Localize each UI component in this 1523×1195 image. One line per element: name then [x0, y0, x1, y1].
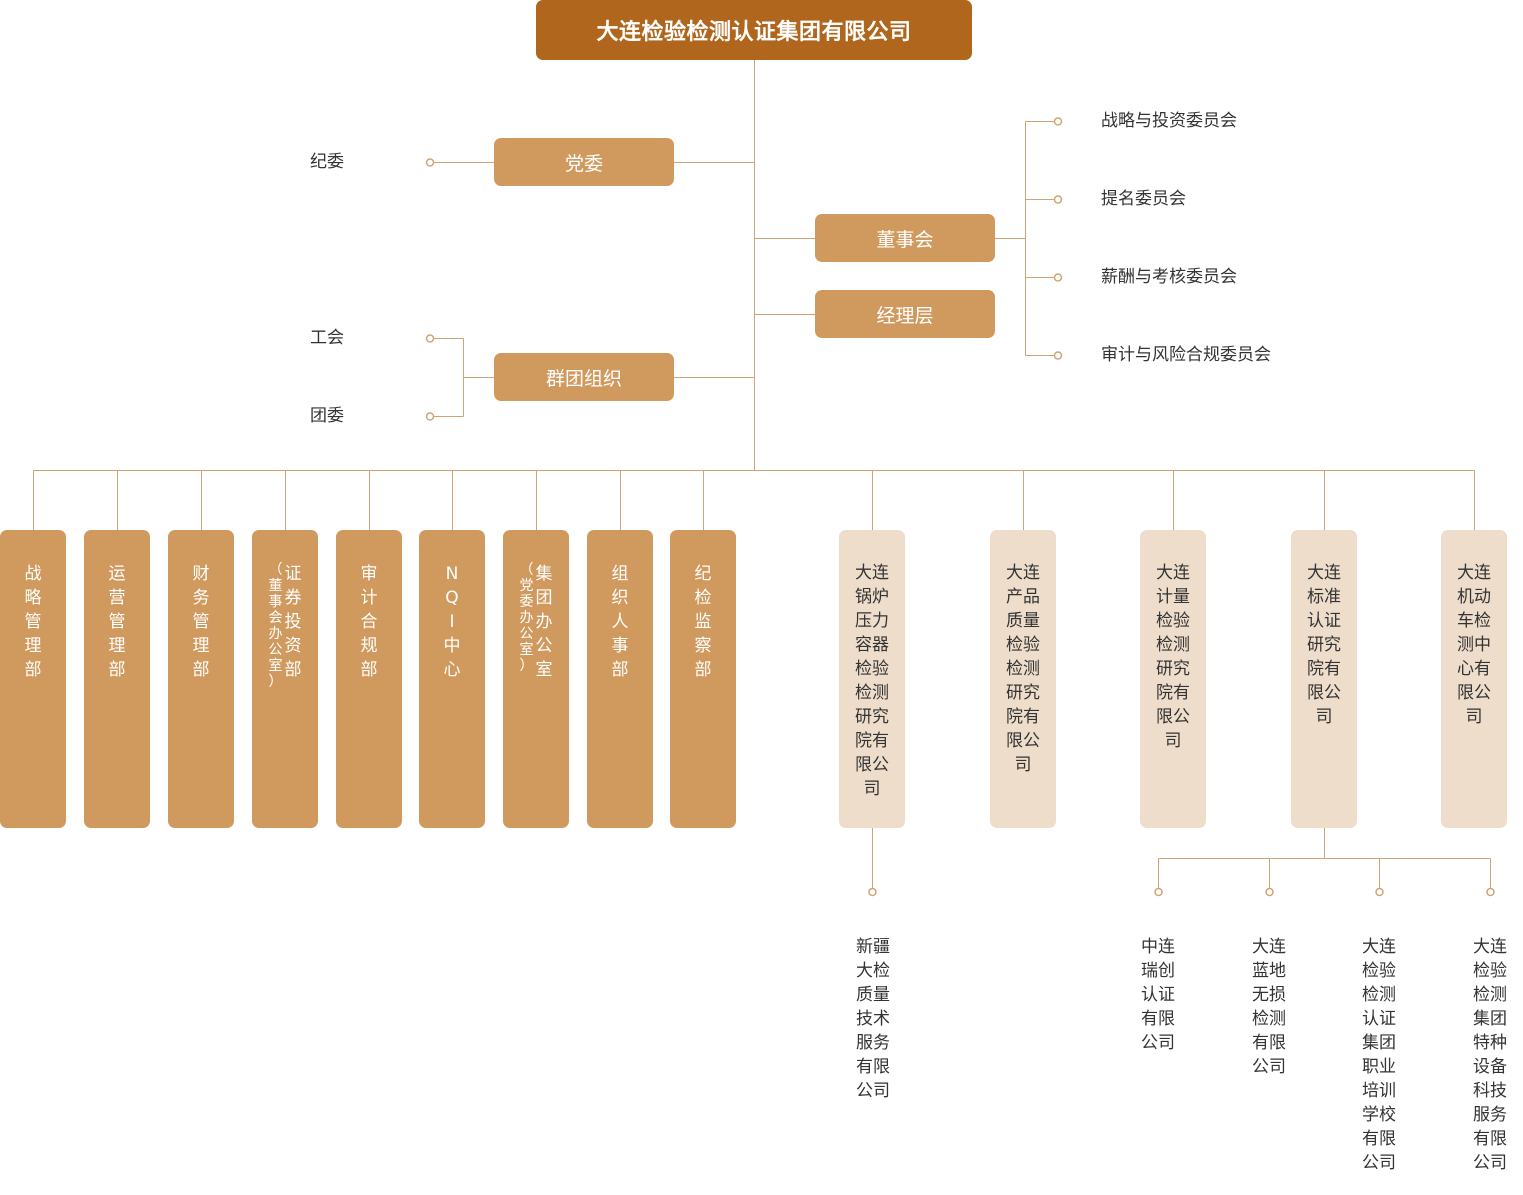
connector-dot: [868, 887, 877, 897]
subsidiary-standard-certification-institute: 大连标准认证研究院有限公司: [1291, 530, 1357, 828]
subsidiary-label: 大连产品质量检验检测研究院有限公司: [1006, 563, 1040, 775]
root-label: 大连检验检测认证集团有限公司: [596, 20, 912, 45]
connector-dot: [1154, 887, 1163, 897]
dept-office: 集团办公室 （党委办公室）: [503, 530, 569, 828]
subsidiary-product-quality-institute: 大连产品质量检验检测研究院有限公司: [990, 530, 1056, 828]
dept-label: 组织人事部: [611, 564, 629, 680]
subsidiary-label: 大连计量检验检测研究院有限公司: [1156, 563, 1190, 751]
label-trade-union: 工会: [310, 328, 344, 348]
node-mass-organizations: 群团组织: [494, 353, 674, 401]
dept-label: 证券投资部: [284, 564, 302, 680]
label-nomination-committee: 提名委员会: [1101, 189, 1186, 209]
label-remuneration-committee: 薪酬与考核委员会: [1101, 267, 1237, 287]
dept-label: 审计合规部: [360, 564, 378, 680]
root-node: 大连检验检测认证集团有限公司: [536, 0, 972, 60]
dept-label: 财务管理部: [192, 564, 210, 680]
dept-hr: 组织人事部: [587, 530, 653, 828]
connector-dot: [1375, 887, 1384, 897]
connector-dot: [1053, 195, 1063, 204]
company-training-school: 大连检验检测认证集团职业培训学校有限公司: [1362, 937, 1396, 1173]
node-party-committee-label: 党委: [564, 152, 603, 175]
connector-dot: [1053, 351, 1063, 360]
dept-label: 战略管理部: [24, 564, 42, 680]
company-xinjiang: 新疆大检质量技术服务有限公司: [856, 937, 890, 1101]
connector-dot: [1053, 273, 1063, 282]
subsidiary-label: 大连锅炉压力容器检验检测研究院有限公司: [855, 563, 889, 799]
connector-dot: [1486, 887, 1495, 897]
dept-audit: 审计合规部: [336, 530, 402, 828]
subsidiary-vehicle-testing-center: 大连机动车检测中心有限公司: [1441, 530, 1507, 828]
dept-label: 集团办公室: [535, 564, 553, 680]
label-discipline-committee: 纪委: [310, 152, 344, 172]
node-party-committee: 党委: [494, 138, 674, 186]
connector-dot: [1053, 117, 1063, 126]
connector-dot: [425, 334, 435, 343]
dept-label: 运营管理部: [108, 564, 126, 680]
connector-dot: [425, 158, 435, 167]
company-special-equipment: 大连检验检测集团特种设备科技服务有限公司: [1473, 937, 1507, 1173]
node-mass-organizations-label: 群团组织: [545, 367, 622, 390]
subsidiary-label: 大连机动车检测中心有限公司: [1457, 563, 1491, 727]
label-audit-committee: 审计与风险合规委员会: [1101, 345, 1271, 365]
dept-finance: 财务管理部: [168, 530, 234, 828]
label-strategy-committee: 战略与投资委员会: [1101, 111, 1237, 131]
node-board-label: 董事会: [876, 228, 934, 251]
dept-securities: 证券投资部 （董事会办公室）: [252, 530, 318, 828]
company-landi-ndt: 大连蓝地无损检测有限公司: [1252, 937, 1286, 1077]
subsidiary-metrology-institute: 大连计量检验检测研究院有限公司: [1140, 530, 1206, 828]
company-zhonglian-ruichuang: 中连瑞创认证有限公司: [1141, 937, 1175, 1053]
node-board: 董事会: [815, 214, 995, 262]
dept-strategy: 战略管理部: [0, 530, 66, 828]
subsidiary-boiler-institute: 大连锅炉压力容器检验检测研究院有限公司: [839, 530, 905, 828]
dept-operations: 运营管理部: [84, 530, 150, 828]
subsidiary-label: 大连标准认证研究院有限公司: [1307, 563, 1341, 727]
dept-note: （董事会办公室）: [268, 562, 283, 690]
dept-supervision: 纪检监察部: [670, 530, 736, 828]
dept-label: 纪检监察部: [694, 564, 712, 680]
node-management-label: 经理层: [876, 304, 934, 327]
connector-dot: [425, 412, 435, 421]
connector-dot: [1265, 887, 1274, 897]
node-management: 经理层: [815, 290, 995, 338]
dept-note: （党委办公室）: [519, 562, 534, 674]
label-youth-league: 团委: [310, 406, 344, 426]
